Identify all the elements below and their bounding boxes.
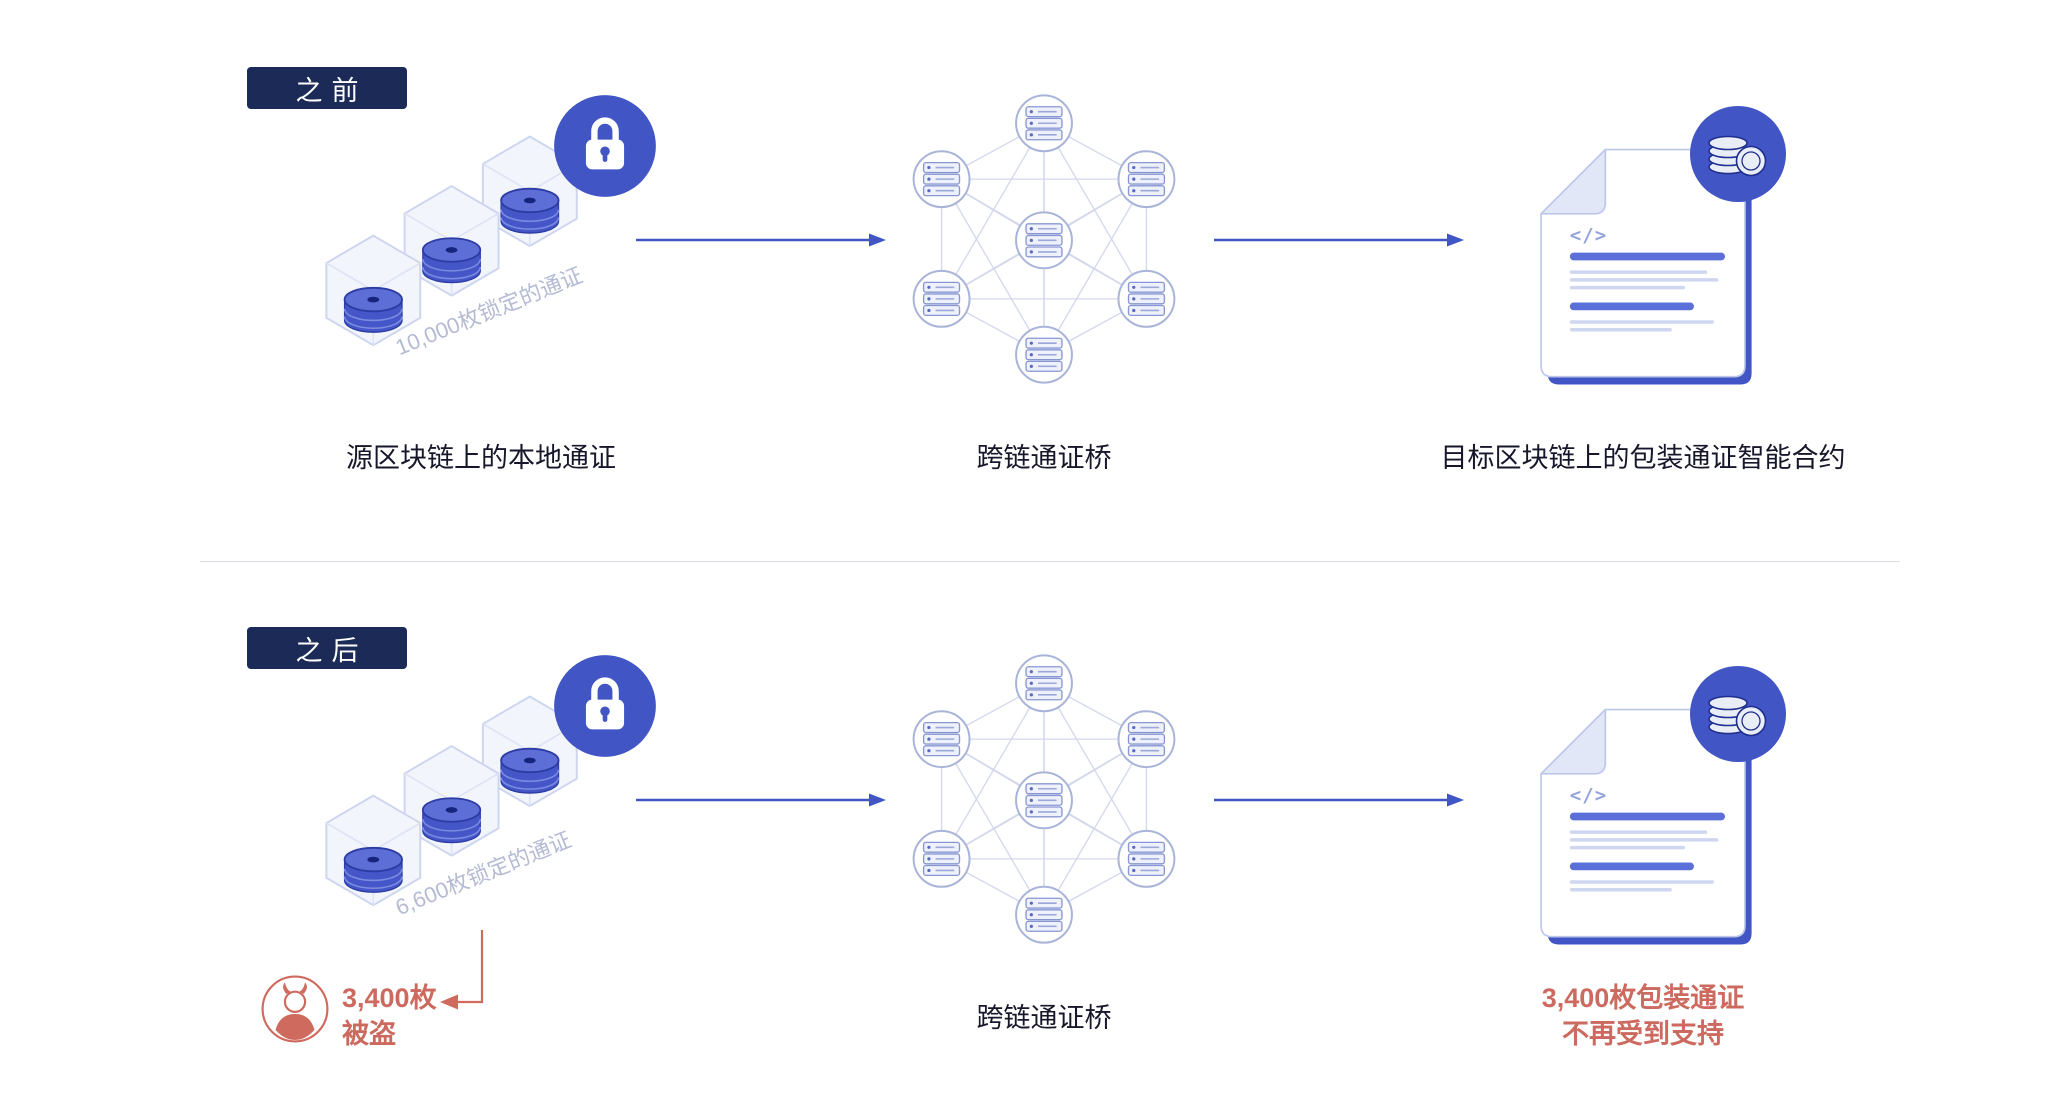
unbacked-line2: 不再受到支持 xyxy=(1562,1019,1724,1050)
after-badge: 之后 xyxy=(247,627,407,669)
target-caption: 目标区块链上的包装通证智能合约 xyxy=(1440,443,1846,473)
bridge-caption: 跨链通证桥 xyxy=(976,443,1112,473)
arrow-right-icon xyxy=(636,232,886,248)
coins-icon xyxy=(1689,665,1787,763)
bridge-network-illustration xyxy=(908,90,1180,388)
arrow-right-icon xyxy=(1214,792,1464,808)
before-badge: 之前 xyxy=(247,67,407,109)
bridge-caption: 跨链通证桥 xyxy=(976,1003,1112,1033)
lock-icon xyxy=(552,653,658,759)
unbacked-line1: 3,400枚包装通证 xyxy=(1541,983,1745,1013)
stolen-label: 被盗 xyxy=(342,1019,396,1050)
bridge-network-illustration xyxy=(908,650,1180,948)
thief-icon xyxy=(261,975,329,1043)
arrow-right-icon xyxy=(1214,232,1464,248)
coins-icon xyxy=(1689,105,1787,203)
stolen-amount: 3,400枚 xyxy=(342,983,437,1013)
lock-icon xyxy=(552,93,658,199)
arrow-right-icon xyxy=(636,792,886,808)
bent-arrow-icon xyxy=(438,928,484,1011)
section-divider xyxy=(200,561,1900,562)
stolen-callout: 3,400枚 被盗 xyxy=(342,980,437,1053)
source-caption: 源区块链上的本地通证 xyxy=(346,443,616,473)
unbacked-caption: 3,400枚包装通证 不再受到支持 xyxy=(1393,980,1893,1053)
